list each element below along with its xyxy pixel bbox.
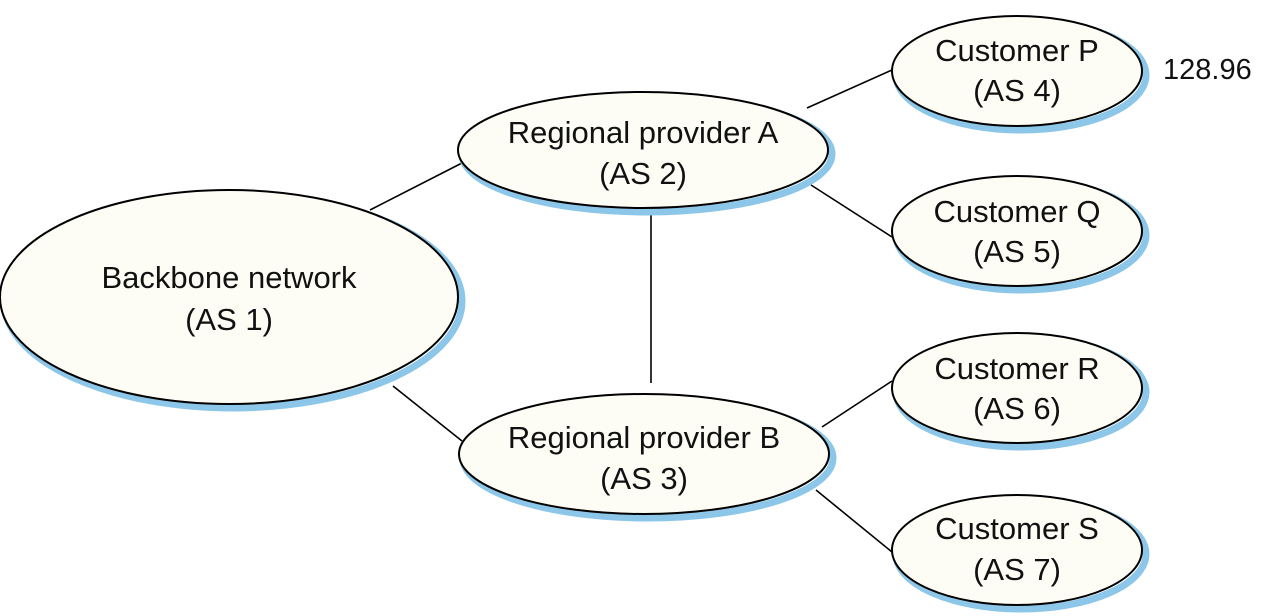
node-title: Customer Q bbox=[933, 194, 1100, 229]
edge-provider-a-customer-q bbox=[810, 184, 893, 238]
node-title: Customer P bbox=[935, 33, 1099, 68]
node-as-number: (AS 1) bbox=[185, 302, 273, 337]
edge-provider-a-customer-p bbox=[806, 69, 893, 109]
node-shape bbox=[891, 494, 1143, 606]
edge-backbone-provider-a bbox=[369, 162, 463, 211]
node-title: Customer R bbox=[934, 351, 1099, 386]
node-title: Backbone network bbox=[101, 260, 357, 295]
node-shape bbox=[457, 91, 829, 209]
node-customer-p: Customer P (AS 4) bbox=[891, 15, 1150, 134]
node-customer-s: Customer S (AS 7) bbox=[891, 494, 1150, 613]
customer-p-prefix-label: 128.96 bbox=[1163, 54, 1252, 86]
edge-provider-b-customer-r bbox=[821, 380, 893, 428]
node-as-number: (AS 7) bbox=[973, 552, 1061, 587]
node-as-number: (AS 6) bbox=[973, 391, 1061, 426]
node-as-number: (AS 2) bbox=[599, 156, 687, 191]
node-title: Customer S bbox=[935, 511, 1099, 546]
node-shape bbox=[891, 15, 1143, 127]
edges bbox=[369, 69, 893, 553]
node-shape bbox=[891, 332, 1143, 444]
node-shape bbox=[891, 175, 1143, 287]
node-backbone: Backbone network (AS 1) bbox=[0, 189, 466, 412]
node-provider-b: Regional provider B (AS 3) bbox=[458, 393, 837, 522]
node-title: Regional provider B bbox=[508, 420, 780, 455]
node-customer-q: Customer Q (AS 5) bbox=[891, 175, 1150, 294]
edge-backbone-provider-b bbox=[392, 385, 463, 442]
node-provider-a: Regional provider A (AS 2) bbox=[457, 91, 836, 216]
node-title: Regional provider A bbox=[508, 115, 779, 150]
edge-provider-b-customer-s bbox=[815, 489, 893, 553]
node-shape bbox=[0, 189, 459, 405]
node-as-number: (AS 5) bbox=[973, 234, 1061, 269]
node-as-number: (AS 3) bbox=[600, 461, 688, 496]
node-as-number: (AS 4) bbox=[973, 73, 1061, 108]
node-customer-r: Customer R (AS 6) bbox=[891, 332, 1150, 451]
node-shape bbox=[458, 393, 830, 515]
